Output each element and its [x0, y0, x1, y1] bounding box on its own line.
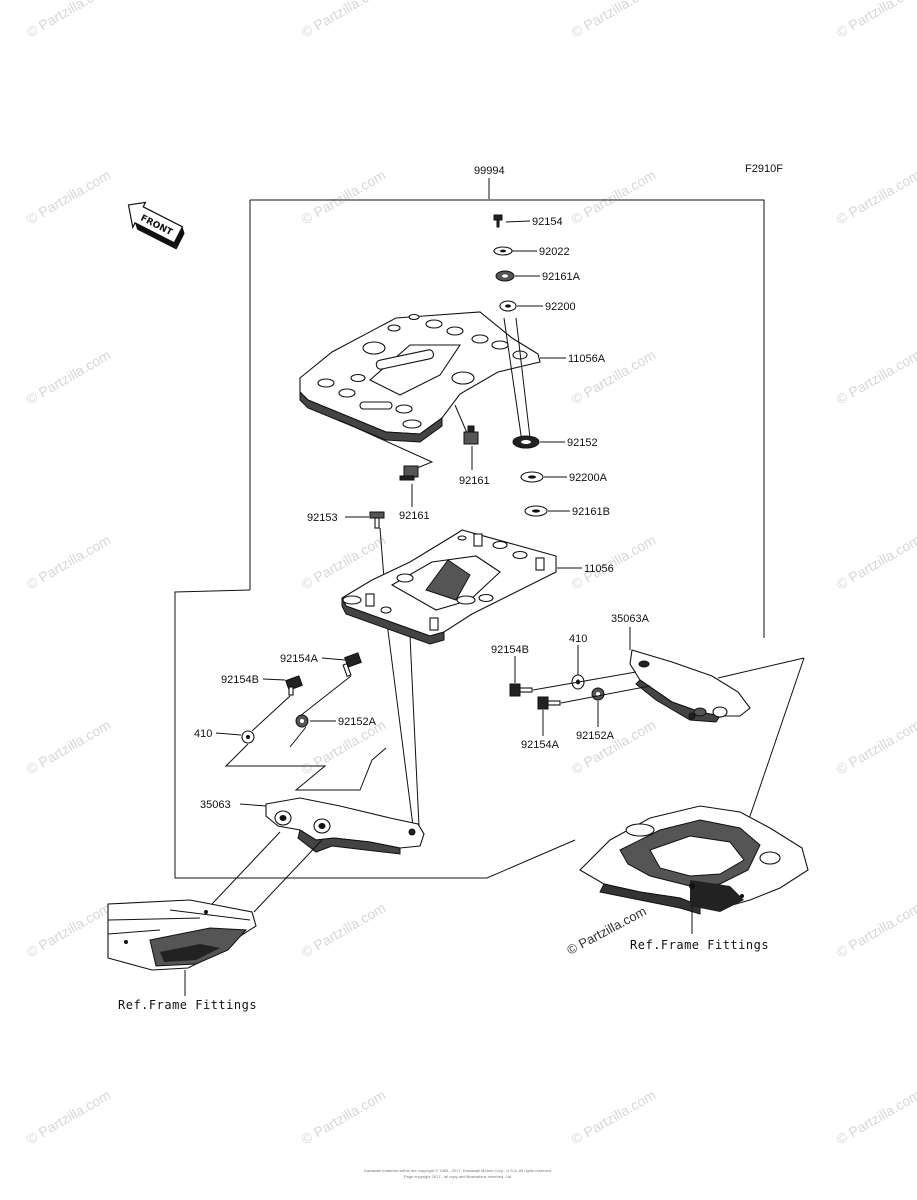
base-plate-11056 — [341, 529, 557, 645]
watermark: © Partzilla.com — [569, 167, 659, 228]
watermark: © Partzilla.com — [24, 532, 114, 593]
part-label-p-92152a-right: 92152A — [576, 730, 615, 742]
part-label-p-92154a-left: 92154A — [280, 653, 319, 665]
watermark: © Partzilla.com — [834, 0, 917, 41]
part-label-p-92154a-right: 92154A — [521, 739, 560, 751]
watermark: © Partzilla.com — [834, 900, 917, 961]
frame-fitting-right — [579, 805, 809, 915]
copyright-line-1: Kawasaki materials within are copyright … — [364, 1168, 552, 1173]
washer-92200a — [520, 471, 544, 483]
part-label-p-92022: 92022 — [539, 246, 570, 258]
watermark: © Partzilla.com — [299, 1087, 389, 1148]
watermark: © Partzilla.com — [569, 0, 659, 41]
bolt-92154a-right — [537, 696, 561, 710]
washer-92152a-left — [295, 714, 309, 728]
figure-code: F2910F — [745, 163, 783, 175]
watermark: © Partzilla.com — [24, 167, 114, 228]
watermark: © Partzilla.com — [299, 0, 389, 41]
nut-92161-center — [463, 425, 479, 445]
bracket-35063 — [265, 797, 425, 855]
watermark: © Partzilla.com — [24, 347, 114, 408]
watermark: © Partzilla.com — [24, 900, 114, 961]
reference-label-left: Ref.Frame Fittings — [118, 998, 257, 1012]
part-label-p-11056a: 11056A — [568, 353, 606, 365]
part-label-p-92152: 92152 — [567, 437, 598, 449]
part-label-p-410-left: 410 — [194, 728, 212, 740]
part-label-p-92161-center: 92161 — [459, 475, 490, 487]
watermark: © Partzilla.com — [569, 1087, 659, 1148]
watermark: © Partzilla.com — [834, 167, 917, 228]
assembly-number: 99994 — [474, 165, 505, 177]
watermark: © Partzilla.com — [834, 347, 917, 408]
washer-92161b — [524, 505, 548, 517]
part-label-p-92153: 92153 — [307, 512, 338, 524]
part-label-p-92154b-left: 92154B — [221, 674, 259, 686]
assembly-outline — [174, 178, 765, 879]
part-label-p-35063a: 35063A — [611, 613, 650, 625]
watermark: © Partzilla.com — [24, 0, 114, 41]
watermark: © Partzilla.com — [24, 717, 114, 778]
bolt-92154b-left — [285, 675, 303, 696]
copyright-line-2: Page copyright 2017 - all copy and illus… — [404, 1174, 512, 1179]
part-label-p-92200: 92200 — [545, 301, 576, 313]
washer-92152 — [512, 435, 540, 449]
watermark: © Partzilla.com — [24, 1087, 114, 1148]
part-label-p-410-right: 410 — [569, 633, 587, 645]
watermark: © Partzilla.com — [569, 717, 659, 778]
bolt-92153 — [369, 511, 385, 529]
frame-fitting-left — [107, 831, 323, 971]
carrier-plate-11056a — [299, 311, 541, 443]
part-label-p-92152a-left: 92152A — [338, 716, 377, 728]
reference-label-right: Ref.Frame Fittings — [630, 938, 769, 952]
watermark: © Partzilla.com — [299, 167, 389, 228]
hardware-stack-top — [493, 214, 517, 312]
washer-92152a-right — [591, 687, 605, 701]
part-label-p-92161-left: 92161 — [399, 510, 430, 522]
washer-410-left — [241, 730, 255, 744]
front-direction-arrow: FRONT — [127, 201, 185, 250]
bracket-35063a — [629, 649, 751, 723]
part-label-p-92161a: 92161A — [542, 271, 581, 283]
part-label-p-92161b: 92161B — [572, 506, 610, 518]
bolt-92154b-right — [509, 683, 533, 697]
nut-92161-left — [399, 465, 419, 481]
watermark: © Partzilla.com — [834, 532, 917, 593]
part-label-p-35063: 35063 — [200, 799, 231, 811]
part-label-p-92200a: 92200A — [569, 472, 608, 484]
assembly-guide-lines-left — [224, 675, 387, 791]
watermark: © Partzilla.com — [834, 1087, 917, 1148]
part-label-p-92154: 92154 — [532, 216, 563, 228]
part-label-p-92154b-right: 92154B — [491, 644, 529, 656]
watermark: © Partzilla.com — [299, 900, 389, 961]
watermark: © Partzilla.com — [834, 717, 917, 778]
part-label-p-11056: 11056 — [584, 563, 614, 575]
bolt-92154a-left — [342, 652, 362, 678]
